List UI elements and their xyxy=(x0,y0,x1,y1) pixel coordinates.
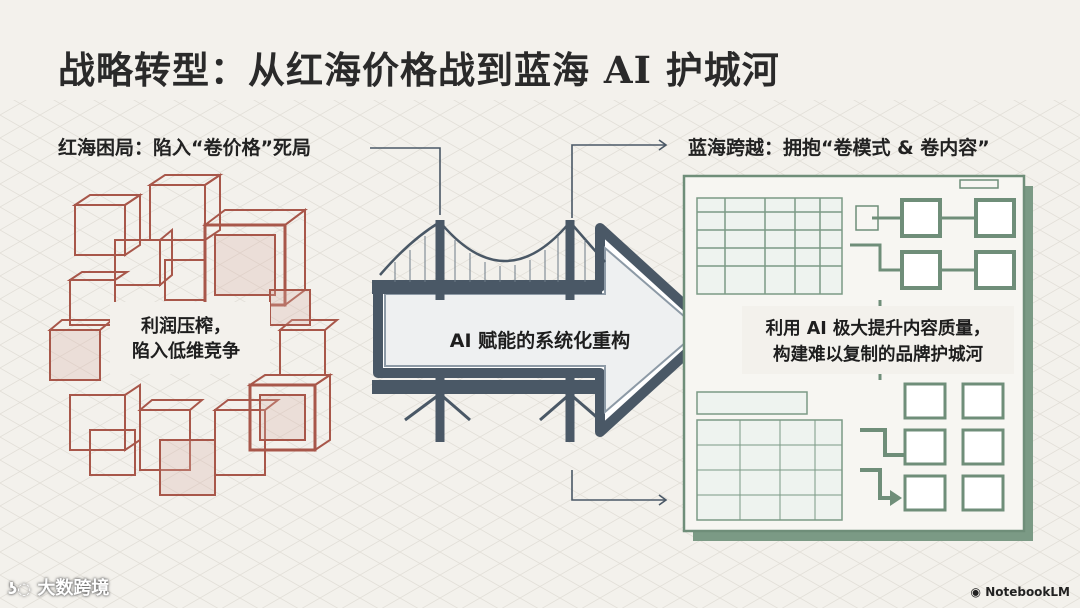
blue-ocean-label: 利用 AI 极大提升内容质量， 构建难以复制的品牌护城河 xyxy=(748,314,1008,370)
notebooklm-watermark: ◉ NotebookLM xyxy=(971,585,1070,599)
cube xyxy=(277,319,340,376)
cube xyxy=(246,373,334,452)
ai-bridge-arrow xyxy=(372,220,717,442)
red-ocean-heading: 红海困局：陷入“卷价格”死局 xyxy=(58,137,311,159)
ai-arrow-label: AI 赋能的系统化重构 xyxy=(449,330,631,352)
flow-nodes xyxy=(900,198,1016,290)
notebooklm-text: NotebookLM xyxy=(985,585,1070,599)
cube xyxy=(71,193,144,257)
cube xyxy=(269,289,311,326)
cube xyxy=(114,227,173,288)
brand-watermark: ʖ◌ 大数跨境 xyxy=(8,574,109,600)
cube xyxy=(159,439,216,496)
leader-lines xyxy=(370,139,668,506)
logo-icon: ʖ◌ xyxy=(8,579,32,598)
table-top xyxy=(696,197,843,295)
red-cube-cluster xyxy=(47,173,340,496)
notebooklm-icon: ◉ xyxy=(970,585,981,599)
cube xyxy=(47,319,115,381)
cube xyxy=(164,259,206,301)
brand-watermark-text: 大数跨境 xyxy=(37,578,110,599)
cube xyxy=(69,383,141,452)
cube xyxy=(89,429,136,476)
blue-ocean-heading: 蓝海跨越：拥抱“卷模式 & 卷内容” xyxy=(688,137,990,159)
cube xyxy=(146,173,224,242)
red-ocean-label: 利润压榨， 陷入低维竞争 xyxy=(116,312,256,366)
grid-nodes xyxy=(903,382,1005,512)
cube xyxy=(202,208,308,307)
cube xyxy=(212,399,281,476)
page-title: 战略转型：从红海价格战到蓝海 AI 护城河 xyxy=(58,48,780,92)
